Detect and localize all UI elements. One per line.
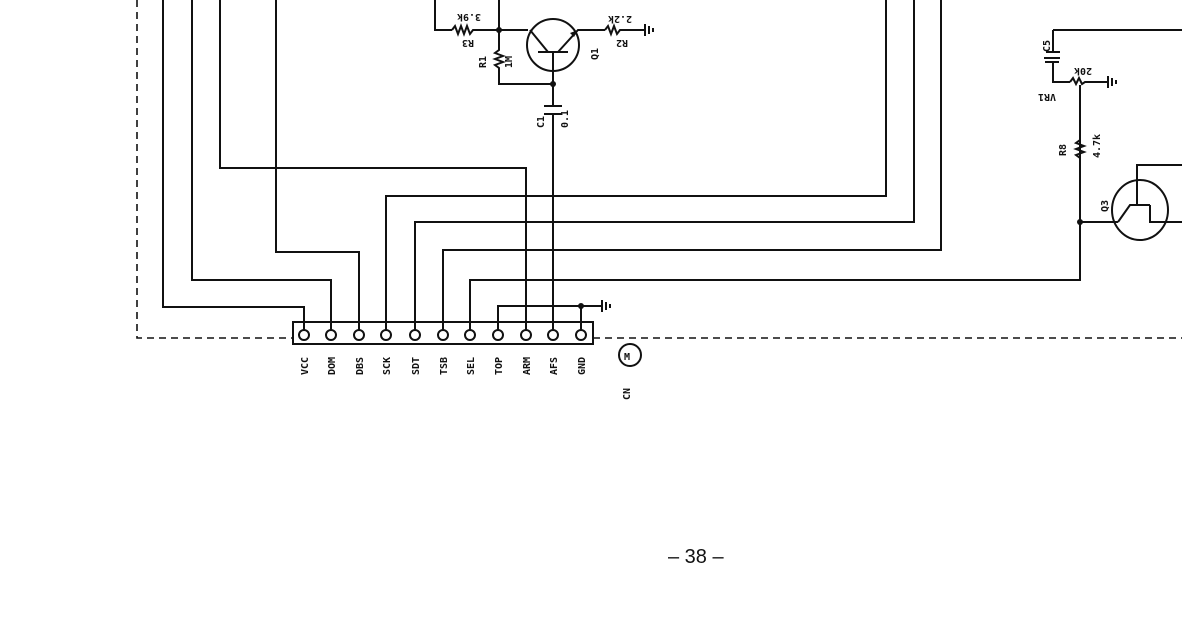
potentiometer-vr1 [1069,75,1108,87]
svg-text:Q1: Q1 [590,48,601,60]
junction [578,303,584,309]
wire-dbs [275,0,360,325]
connector-pin [464,329,476,341]
pin-label: GND [577,357,588,375]
capacitor-c5 [1044,51,1070,83]
connector-pins: VCC DOM DBS SCK SDT TSB SEL TOP ARM AFS GND [298,322,588,375]
pin-label: DBS [355,357,366,375]
capacitor-c1 [544,84,562,115]
wire-arm [219,0,527,325]
connector-name: CN [622,388,633,400]
resistor-r2 [604,23,645,37]
connector-pin [575,329,587,341]
connector-pin [353,329,365,341]
pin-label: ARM [522,357,533,375]
pin-label: SCK [382,357,393,375]
connector-pin [298,329,310,341]
svg-text:R2: R2 [616,37,628,48]
svg-text:3.9k: 3.9k [457,11,481,22]
motor-symbol [618,343,642,367]
q3-stage: C5 20k VR1 R8 4.7k Q3 [1038,29,1182,280]
connector-pin [437,329,449,341]
svg-text:Q3: Q3 [1100,200,1111,212]
transistor-q3 [1111,179,1169,241]
ground-icon [644,24,654,36]
resistor-r3 [451,23,500,37]
svg-text:C5: C5 [1042,40,1053,52]
wire-vcc [162,0,305,325]
connector-symbol: M [624,352,630,363]
connector-pin [325,329,337,341]
svg-text:20k: 20k [1074,65,1092,76]
connector-pin [547,329,559,341]
wire-dom [191,0,332,325]
pin-label: TSB [439,357,450,375]
pin-label: SDT [411,357,422,375]
resistor-r8 [1073,85,1087,280]
svg-text:R8: R8 [1058,144,1069,156]
wires [162,0,1081,325]
q1-stage: 3.9k R3 R1 1M Q1 2.2k R2 C1 0.1 [434,0,654,128]
svg-text:R1: R1 [478,56,489,68]
wire-tsb [442,0,942,325]
ground-icon [1107,76,1117,88]
pin-label: AFS [549,357,560,375]
board-boundary-left [136,0,293,339]
wire-sdt [414,0,915,325]
page-number: – 38 – [668,546,724,568]
svg-text:R3: R3 [462,37,474,48]
connector-pin [492,329,504,341]
connector-pin [409,329,421,341]
connector-pin [520,329,532,341]
svg-text:0.1: 0.1 [560,110,571,128]
pin-label: VCC [300,357,311,375]
connector-pin [380,329,392,341]
svg-text:VR1: VR1 [1038,91,1056,102]
pin-label: DOM [327,357,338,375]
pin-label: SEL [466,357,477,375]
svg-text:1M: 1M [504,56,515,68]
wire-sck [385,0,887,325]
resistor-r1 [492,30,553,85]
svg-text:C1: C1 [536,116,547,128]
pin-label: TOP [494,357,505,375]
ground-icon [601,300,611,312]
svg-text:4.7k: 4.7k [1092,134,1103,158]
svg-text:2.2k: 2.2k [608,13,632,24]
